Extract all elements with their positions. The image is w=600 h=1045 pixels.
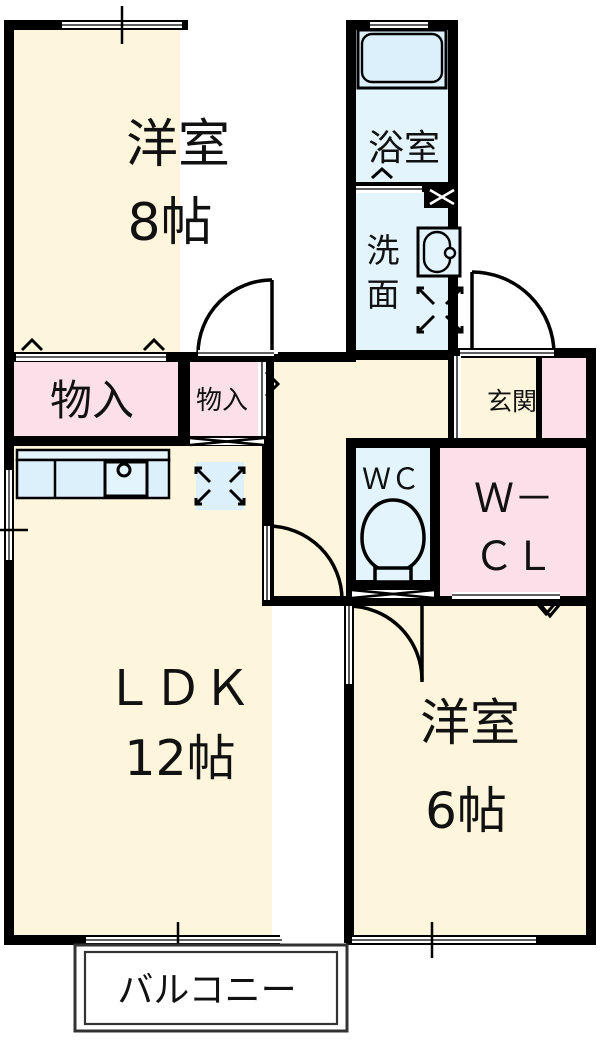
label-walkincloset-line2: ＣＬ [474, 534, 554, 580]
room-fill-genkan [452, 356, 540, 438]
label-washroom-line1: 洗 [367, 231, 400, 270]
label-bedroom-8-size: 8帖 [127, 193, 212, 253]
room-fill-bedroom-8 [8, 24, 180, 356]
label-wc: ＷＣ [362, 462, 420, 496]
wall-wc-sliding-track [346, 596, 440, 606]
label-closet-large: 物入 [50, 376, 134, 425]
wall-closet-large-south [4, 436, 180, 446]
wall-washroom-south [346, 350, 458, 360]
label-walkincloset-line1: Ｗ－ [474, 476, 554, 522]
wall-wc-west [346, 438, 356, 598]
label-bathroom: 浴室 [368, 128, 440, 169]
room-fill-walk-in-closet [440, 446, 592, 598]
wall-shoebox-divider [536, 352, 542, 440]
wall-wc-south [346, 580, 440, 590]
window-bedroom-8-north [62, 6, 182, 44]
folding-door-walkincloset [452, 592, 560, 617]
room-fill-closet-small [188, 362, 264, 438]
window-bedroom-6-east [538, 603, 562, 619]
sink-icon [416, 226, 462, 278]
wall-exterior-east [586, 348, 596, 945]
wall-corridor-north [264, 352, 356, 362]
window-bedroom-6-south [352, 922, 536, 958]
room-fill-ldk [8, 440, 272, 940]
door-swing-ldk [264, 524, 344, 601]
door-marker-closet-small [258, 362, 281, 436]
wall-walkincloset-west [430, 438, 440, 600]
washing-machine-pan-icon [194, 462, 246, 510]
label-ldk-size: 12帖 [124, 730, 235, 787]
sliding-door-bathroom [429, 188, 455, 206]
door-swing-washroom [460, 270, 556, 356]
label-bedroom-6-name: 洋室 [420, 694, 520, 752]
door-swing-bedroom-8 [196, 278, 278, 356]
wall-ldk-bedroom6-divider [344, 598, 354, 943]
label-bedroom-8-name: 洋室 [126, 115, 230, 175]
window-ldk-west [0, 470, 28, 560]
wall-genkan-south [346, 438, 596, 448]
wall-walkincloset-south [430, 596, 596, 606]
door-line-closet-large [16, 337, 166, 361]
bathtub-icon [356, 28, 448, 90]
sliding-door-closet [189, 436, 265, 447]
room-fill-closet-large [8, 362, 180, 438]
label-balcony: バルコニー [117, 970, 296, 1011]
room-fill-bedroom-6 [352, 604, 592, 940]
door-line-bathroom-entry [356, 166, 422, 193]
wall-corridor-south [262, 596, 354, 606]
wall-wc-north [346, 438, 440, 448]
wall-genkan-west [448, 348, 456, 440]
label-ldk-name: ＬＤＫ [104, 660, 251, 717]
door-swing-bedroom-6 [346, 604, 424, 684]
room-fill-shoebox [540, 356, 592, 438]
window-bathroom-north [370, 22, 428, 28]
room-fill-corridor-mid [264, 356, 354, 606]
label-genkan: 玄関 [487, 387, 537, 416]
toilet-icon [360, 498, 426, 584]
label-bedroom-6-size: 6帖 [425, 782, 507, 840]
wall-closet-divider [178, 352, 190, 442]
balcony-outline [73, 943, 349, 1033]
door-line-genkan [454, 356, 461, 438]
sliding-door-wc [351, 588, 435, 600]
kitchen-sink-icon [15, 448, 171, 500]
label-washroom-line2: 面 [367, 275, 400, 314]
washing-machine-icon [416, 286, 464, 334]
label-closet-small: 物入 [196, 386, 248, 416]
